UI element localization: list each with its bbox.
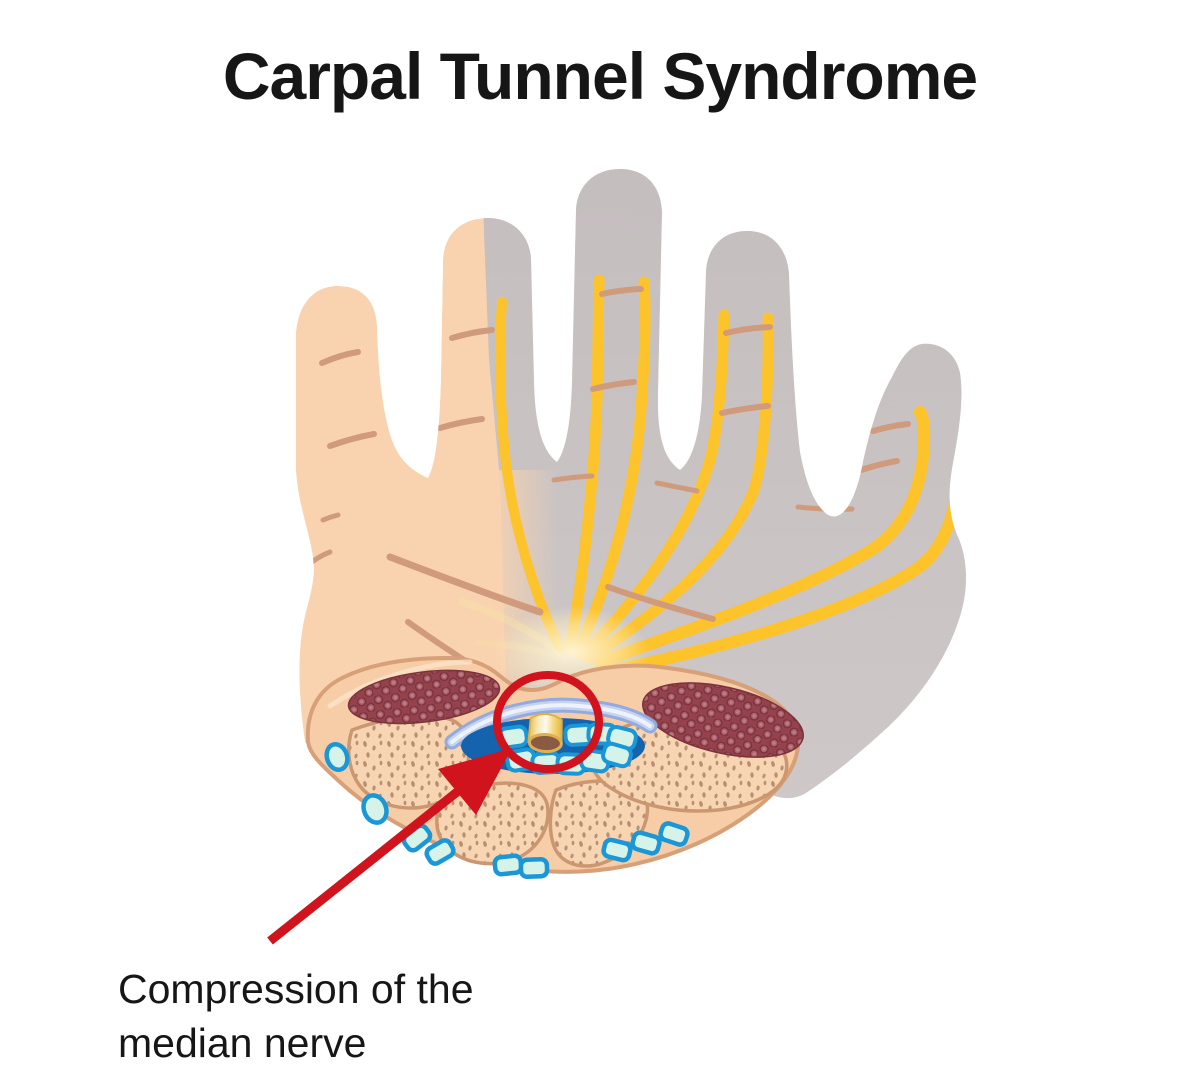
sheath — [424, 838, 456, 866]
highlight-circle — [493, 671, 603, 773]
caption-line-1: Compression of the — [118, 966, 474, 1012]
nerve-branch-index-right — [584, 312, 774, 664]
vessel — [361, 793, 389, 825]
sheath — [630, 830, 662, 856]
nerve-branch-middle-right — [572, 276, 651, 658]
sheath — [492, 853, 524, 877]
caption-line-2: median nerve — [118, 1020, 367, 1066]
arrow-shaft — [267, 784, 465, 945]
diagram-title: Carpal Tunnel Syndrome — [222, 39, 978, 113]
sheath — [658, 821, 690, 847]
section-rim-highlight — [327, 659, 473, 709]
vessel — [324, 742, 350, 772]
nerve-branch-ring-finger — [495, 297, 565, 653]
nerve-branch-thumb-inner — [594, 406, 931, 668]
flexor-tendon — [601, 741, 633, 769]
vessels-and-sheaths — [324, 742, 690, 879]
hypothenar-muscle — [347, 669, 501, 725]
caption: Compression of the median nerve — [118, 962, 474, 1070]
flexor-retinaculum — [444, 697, 658, 750]
pointer-arrow — [267, 748, 512, 945]
nerve-branch-index-left — [578, 309, 730, 661]
median-nerve-cross-section — [527, 712, 563, 754]
arrow-head — [438, 748, 512, 815]
sheath — [601, 837, 633, 863]
sheath — [518, 857, 550, 879]
thenar-muscle — [642, 682, 804, 758]
median-nerve-opening — [527, 732, 563, 754]
flexor-tendons — [497, 722, 638, 776]
